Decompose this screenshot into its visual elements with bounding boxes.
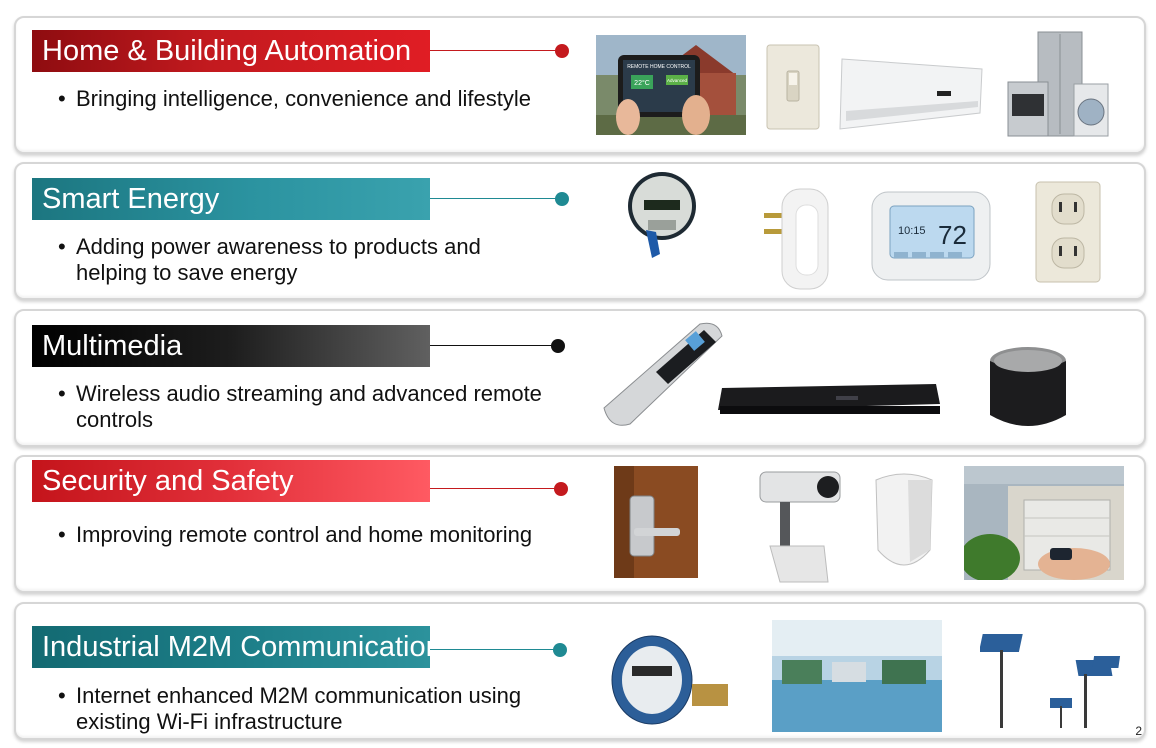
bullet-industrial-m2m: •Internet enhanced M2M communication usi… xyxy=(58,683,522,734)
thermostat-temp: 72 xyxy=(938,220,967,250)
bullet-multimedia: •Wireless audio streaming and advanced r… xyxy=(58,381,542,432)
bullet-security-safety: •Improving remote control and home monit… xyxy=(58,522,533,547)
connector-line xyxy=(430,488,562,489)
bullet-smart-energy: •Adding power awareness to products and … xyxy=(58,234,481,285)
tablet-button-text: Advanced xyxy=(667,78,688,83)
section-title-home-automation: Home & Building Automation xyxy=(32,30,430,72)
connector-line xyxy=(430,50,562,51)
home-appliances-image xyxy=(1004,30,1110,140)
connector-line xyxy=(430,345,562,346)
air-conditioner-image xyxy=(832,55,984,133)
connector-dot xyxy=(551,339,565,353)
section-title-industrial-m2m: Industrial M2M Communication xyxy=(32,626,442,668)
wireless-speaker-image xyxy=(986,345,1070,431)
connector-line xyxy=(430,198,562,199)
tablet-temp-text: 22°C xyxy=(634,79,650,87)
security-camera-image xyxy=(730,466,842,584)
thermostat-time: 10:15 xyxy=(898,225,926,237)
tablet-header-text: REMOTE HOME CONTROL xyxy=(627,64,691,70)
section-title-multimedia: Multimedia xyxy=(32,325,430,367)
connector-dot xyxy=(553,643,567,657)
water-meter-image xyxy=(608,632,734,736)
connector-line xyxy=(430,649,562,650)
section-title-smart-energy: Smart Energy xyxy=(32,178,430,220)
door-lock-image xyxy=(614,466,698,578)
section-title-security-safety: Security and Safety xyxy=(32,460,430,502)
solar-street-lights-image xyxy=(978,628,1128,728)
connector-dot xyxy=(554,482,568,496)
connector-dot xyxy=(555,192,569,206)
page-number: 2 xyxy=(1135,724,1142,738)
power-outlet-image xyxy=(1034,180,1102,284)
connector-dot xyxy=(555,44,569,58)
garage-door-remote-image xyxy=(960,466,1124,582)
remote-home-control-tablet-image: REMOTE HOME CONTROL 22°C Advanced xyxy=(596,35,746,135)
dvd-player-image xyxy=(716,378,942,420)
bullet-home-automation: •Bringing intelligence, convenience and … xyxy=(58,86,531,111)
motion-sensor-image xyxy=(868,470,940,574)
section-industrial-m2m xyxy=(14,602,1146,740)
universal-remote-image xyxy=(596,318,726,430)
thermostat-image: 10:15 72 xyxy=(870,190,992,282)
factory-floor-image xyxy=(772,620,942,732)
smart-plug-image xyxy=(762,185,832,293)
light-switch-image xyxy=(765,43,821,131)
electric-meter-image xyxy=(626,170,698,260)
